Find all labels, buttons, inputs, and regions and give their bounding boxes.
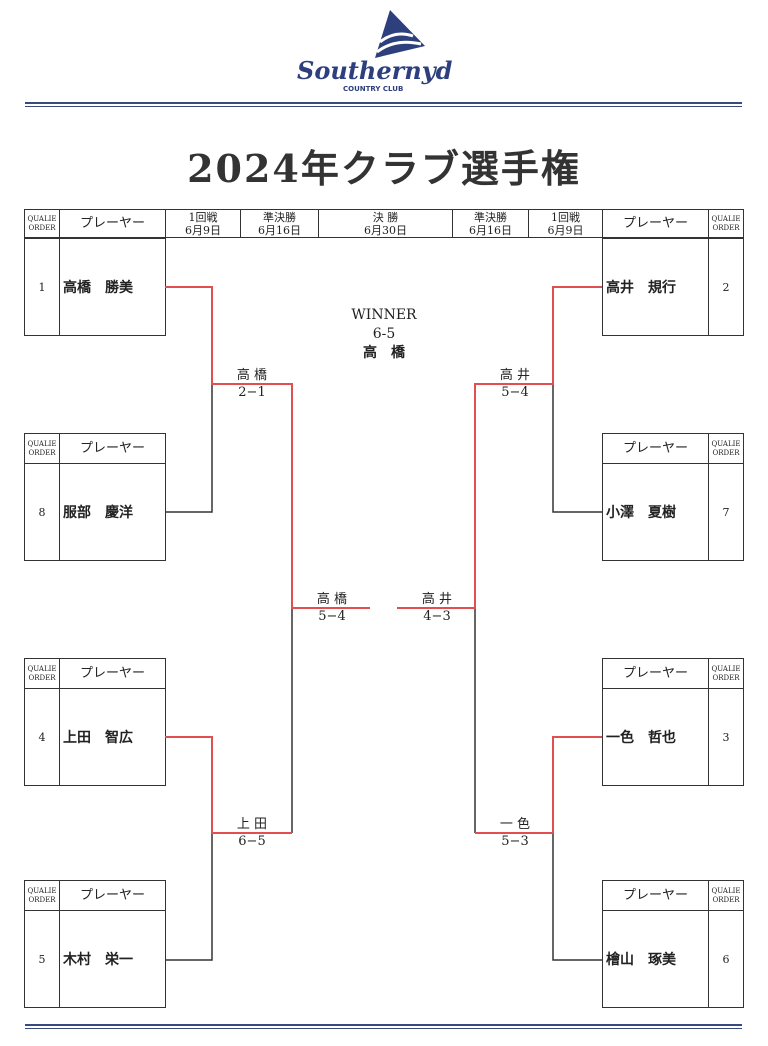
win-path-right-top: [397, 286, 602, 609]
order-label: ORDER: [712, 223, 740, 232]
result-winner: 高 井: [421, 592, 453, 607]
win-path-right-bottom: [475, 736, 602, 834]
round-name: 1回戦: [188, 210, 218, 224]
qualie-label: QUALIE: [27, 664, 57, 673]
line-l5: [165, 833, 213, 961]
line-r7: [552, 384, 602, 513]
logo-subtitle: COUNTRY CLUB: [343, 85, 404, 93]
round-name: 決 勝: [372, 210, 399, 224]
result-winner: 上 田: [236, 817, 268, 832]
player-name: 小澤 夏樹: [602, 463, 709, 561]
result-score: 5−3: [501, 834, 529, 849]
result-score: 6−5: [238, 834, 266, 849]
order-label: ORDER: [28, 895, 56, 904]
round-date: 6月16日: [258, 223, 301, 237]
result-lsf: 高 橋 5−4: [292, 591, 372, 625]
result-rsf: 高 井 4−3: [397, 591, 477, 625]
page-title: 2024年クラブ選手権: [187, 146, 581, 191]
player-name: 高井 規行: [602, 238, 709, 336]
qualie-label: QUALIE: [27, 214, 57, 223]
top-rule: [25, 102, 742, 107]
qualie-label: QUALIE: [711, 664, 741, 673]
winner-name: 高 橋: [363, 345, 405, 361]
bottom-rule: [25, 1024, 742, 1029]
logo-name: Southernyd: [297, 56, 453, 85]
player-name: 檜山 琢美: [602, 910, 709, 1008]
round-name: 1回戦: [551, 210, 580, 224]
win-path-left-top: [165, 286, 370, 609]
qualie-label: QUALIE: [711, 439, 741, 448]
order-label: ORDER: [712, 448, 740, 457]
winner-score: 6-5: [372, 326, 396, 342]
qualie-label: QUALIE: [711, 214, 741, 223]
win-path-left-bottom: [165, 736, 292, 834]
club-logo: Southernyd COUNTRY CLUB: [295, 8, 465, 93]
order-label: ORDER: [28, 448, 56, 457]
round-date: 6月9日: [185, 223, 221, 237]
line-l8: [165, 384, 213, 513]
round-name: 準決勝: [474, 210, 507, 224]
qualie-label: QUALIE: [27, 886, 57, 895]
round-date: 6月16日: [469, 223, 512, 237]
round-date: 6月30日: [364, 223, 407, 237]
result-winner: 高 井: [499, 368, 531, 383]
result-r2: 一 色 5−3: [475, 816, 555, 850]
result-r1: 高 井 5−4: [475, 367, 555, 401]
order-label: ORDER: [28, 673, 56, 682]
result-winner: 高 橋: [316, 592, 348, 607]
order-label: ORDER: [712, 895, 740, 904]
round-name: 準決勝: [263, 210, 296, 224]
winner-label: WINNER: [351, 307, 417, 323]
player-name: 木村 栄一: [59, 910, 166, 1008]
result-l1: 高 橋 2−1: [212, 367, 292, 401]
logo-sail-icon: [375, 10, 425, 58]
winner-block: WINNER 6-5 高 橋: [334, 306, 434, 363]
round-date: 6月9日: [547, 223, 584, 237]
result-score: 4−3: [423, 609, 451, 624]
result-winner: 高 橋: [236, 368, 268, 383]
result-winner: 一 色: [499, 817, 531, 832]
result-l2: 上 田 6−5: [212, 816, 292, 850]
result-score: 5−4: [318, 609, 346, 624]
qualie-label: QUALIE: [711, 886, 741, 895]
line-r6: [552, 833, 602, 961]
order-label: ORDER: [28, 223, 56, 232]
order-label: ORDER: [712, 673, 740, 682]
result-score: 5−4: [501, 385, 529, 400]
player-name: 一色 哲也: [602, 688, 709, 786]
result-score: 2−1: [238, 385, 266, 400]
qualie-label: QUALIE: [27, 439, 57, 448]
